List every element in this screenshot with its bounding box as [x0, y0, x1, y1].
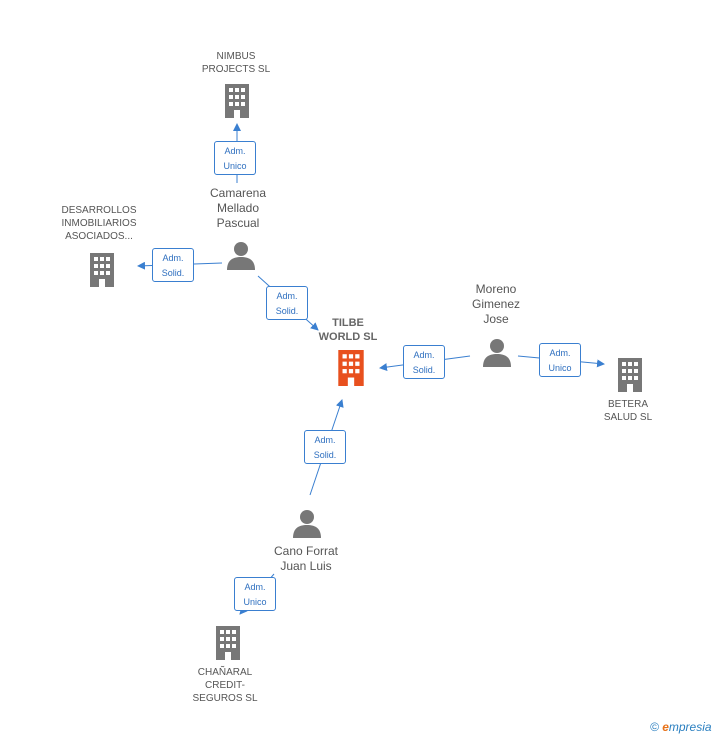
copyright-symbol: ©: [650, 720, 659, 734]
brand-footer: © empresia: [650, 720, 712, 734]
camarena-label: Camarena Mellado Pascual: [209, 186, 267, 230]
building-icon[interactable]: [88, 253, 116, 287]
edge-badge-moreno-betera[interactable]: Adm. Unico: [539, 343, 581, 377]
betera-label: BETERA SALUD SL: [603, 399, 653, 423]
desarrollos-label: DESARROLLOS INMOBILIARIOS ASOCIADOS...: [61, 205, 137, 242]
edge-badge-camarena-desarrollos[interactable]: Adm. Solid.: [152, 248, 194, 282]
person-icon[interactable]: [482, 337, 512, 367]
nimbus-label: NIMBUS PROJECTS SL: [201, 51, 271, 75]
moreno-label: Moreno Gimenez Jose: [471, 282, 521, 326]
main-company-label: TILBE WORLD SL: [318, 317, 378, 343]
building-icon[interactable]: [616, 358, 644, 392]
chanaral-label: CHAÑARAL CREDIT- SEGUROS SL: [192, 667, 258, 704]
edge-badge-camarena-main[interactable]: Adm. Solid.: [266, 286, 308, 320]
person-icon[interactable]: [292, 508, 322, 538]
cano-label: Cano Forrat Juan Luis: [273, 544, 339, 573]
edge-badge-camarena-nimbus[interactable]: Adm. Unico: [214, 141, 256, 175]
edge-badge-cano-chanaral[interactable]: Adm. Unico: [234, 577, 276, 611]
brand-name: mpresia: [668, 720, 712, 734]
brand-initial: e: [662, 720, 669, 734]
building-icon-main[interactable]: [336, 350, 366, 386]
building-icon[interactable]: [214, 626, 242, 660]
building-icon[interactable]: [223, 84, 251, 118]
edge-badge-moreno-main[interactable]: Adm. Solid.: [403, 345, 445, 379]
person-icon[interactable]: [226, 240, 256, 270]
edge-badge-cano-main[interactable]: Adm. Solid.: [304, 430, 346, 464]
